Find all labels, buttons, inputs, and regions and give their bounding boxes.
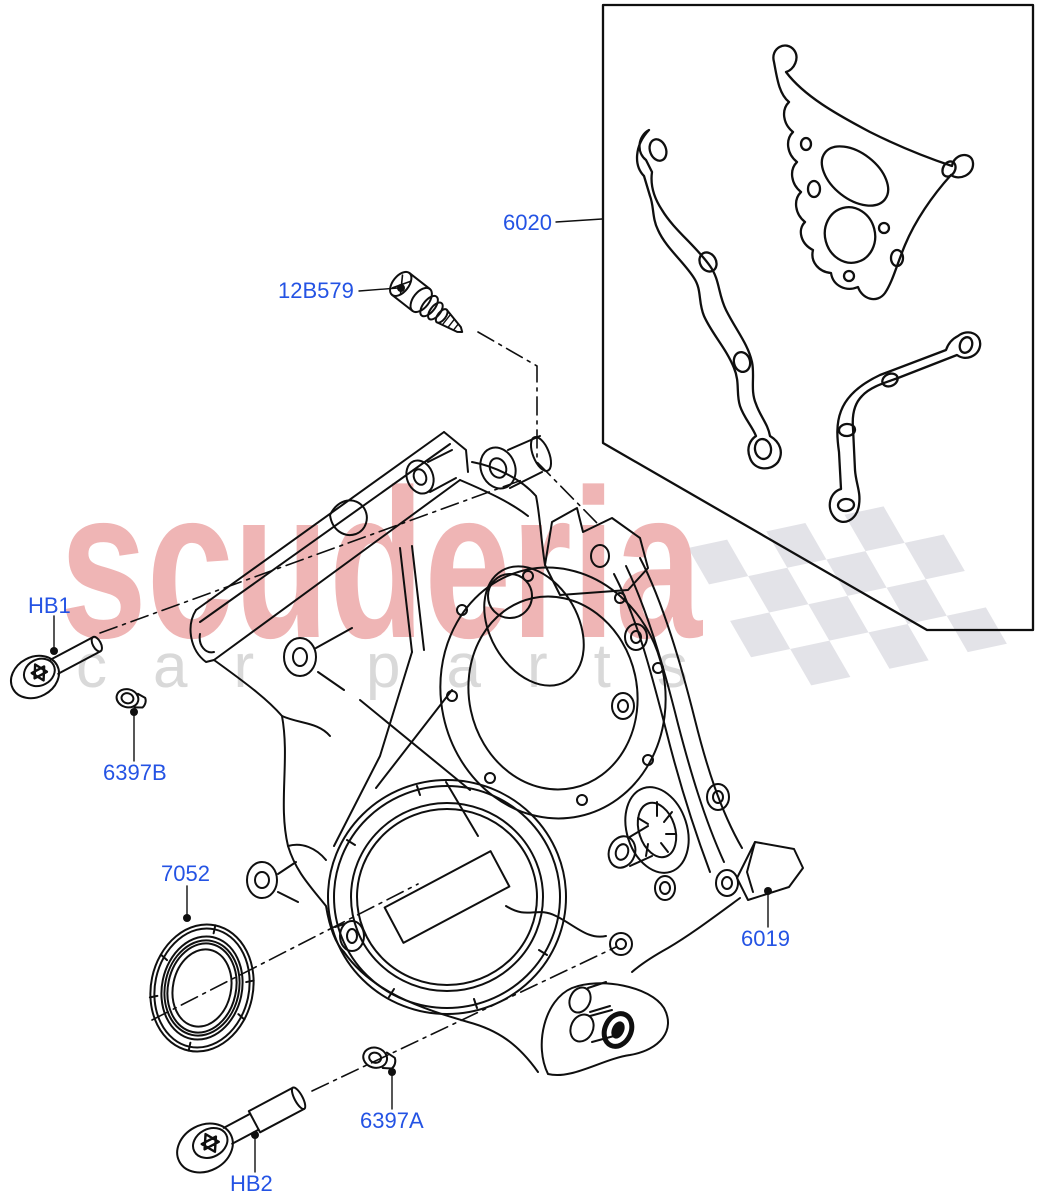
part-label-6397a: 6397A [360,1108,424,1133]
bolt-hb1 [10,635,103,700]
part-label-7052: 7052 [161,861,210,886]
axis-hb1 [99,479,523,634]
watermark-brand-text: scuderia [60,445,704,682]
plug-6397b [115,688,147,709]
timing-cover-drawing [189,431,804,1077]
part-label-6019: 6019 [741,926,790,951]
gasket-kit-frame [601,3,1035,632]
axis-sensor [477,331,598,524]
gasket-lower-strip [828,331,982,523]
gasket-plate [772,44,975,301]
axis-seal [151,883,419,1021]
sensor-12b579 [389,270,464,333]
part-label-12b579: 12B579 [278,278,354,303]
part-label-6397b: 6397B [103,760,167,785]
bolt-hb2 [176,1086,307,1174]
centerline-axes [99,331,617,1092]
part-label-hb2: HB2 [230,1171,273,1196]
leader-lines [50,218,772,1173]
leader-dots [50,284,772,1139]
part-label-hb1: HB1 [28,593,71,618]
leader-12b579 [358,287,399,292]
axis-hb2 [311,946,617,1092]
gasket-front-cover-left [635,128,782,470]
checkered-flag-graphic [688,506,1007,686]
crank-seal-7052 [148,923,255,1053]
part-label-6020: 6020 [503,210,552,235]
leader-6020 [555,218,603,223]
